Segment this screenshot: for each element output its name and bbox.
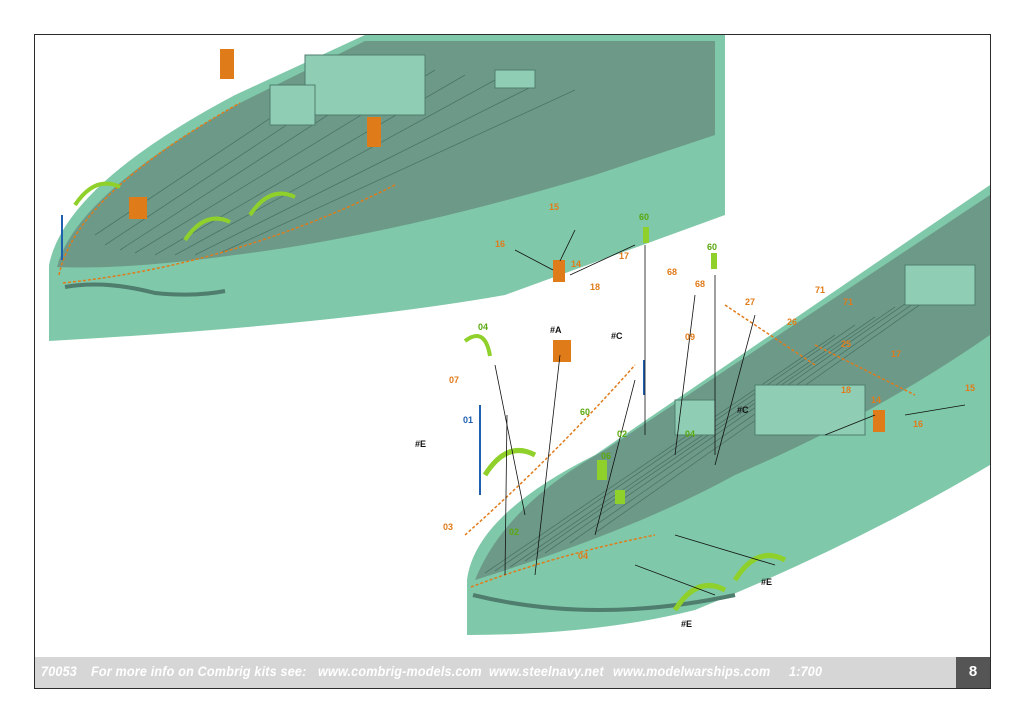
part-label: #C (737, 405, 749, 415)
part-label: 14 (571, 259, 581, 269)
part-label: 04 (685, 429, 695, 439)
website-link-steelnavy[interactable]: www.steelnavy.net (489, 663, 604, 679)
part-label: 03 (443, 522, 453, 532)
part-label: 25 (841, 339, 851, 349)
part-label: 01 (463, 415, 473, 425)
part-label: 71 (843, 297, 853, 307)
part-label: #C (611, 331, 623, 341)
instruction-page: 15 16 14 18 17 60 60 68 68 09 27 71 71 2… (34, 34, 991, 689)
kit-number: 70053 (41, 663, 77, 679)
bow-view-finished (49, 35, 725, 341)
part-label: 60 (707, 242, 717, 252)
scale-text: 1:700 (789, 663, 823, 679)
part-label: 60 (639, 212, 649, 222)
part-label: 27 (745, 297, 755, 307)
part-label: 16 (913, 419, 923, 429)
part-label: 71 (815, 285, 825, 295)
part-label: 18 (841, 385, 851, 395)
part-label: 16 (495, 239, 505, 249)
website-link-combrig[interactable]: www.combrig-models.com (318, 663, 482, 679)
bow-view-exploded (463, 185, 990, 635)
part-label: 17 (619, 251, 629, 261)
part-label: 60 (580, 407, 590, 417)
part-label: 15 (549, 202, 559, 212)
part-label: 02 (509, 527, 519, 537)
part-label: 04 (478, 322, 488, 332)
website-link-modelwarships[interactable]: www.modelwarships.com (613, 663, 771, 679)
part-label: 06 (601, 451, 611, 461)
footer-bar: 70053 For more info on Combrig kits see:… (35, 657, 990, 688)
part-label: 02 (617, 429, 627, 439)
part-label: #E (761, 577, 772, 587)
part-label: 07 (449, 375, 459, 385)
assembly-illustration: 15 16 14 18 17 60 60 68 68 09 27 71 71 2… (49, 35, 990, 635)
part-label: 18 (590, 282, 600, 292)
part-label: 15 (965, 383, 975, 393)
info-text: For more info on Combrig kits see: (91, 663, 307, 679)
part-label: 09 (685, 332, 695, 342)
part-label: #A (550, 325, 562, 335)
part-labels: 15 16 14 18 17 60 60 68 68 09 27 71 71 2… (415, 202, 975, 629)
part-label: 68 (667, 267, 677, 277)
part-label: 68 (695, 279, 705, 289)
page-number-box: 8 (956, 657, 990, 688)
part-label: 14 (871, 395, 881, 405)
part-label: #E (681, 619, 692, 629)
part-label: 17 (891, 349, 901, 359)
part-label: #E (415, 439, 426, 449)
part-label: 04 (578, 551, 588, 561)
part-label: 26 (787, 317, 797, 327)
page-number: 8 (968, 663, 978, 680)
